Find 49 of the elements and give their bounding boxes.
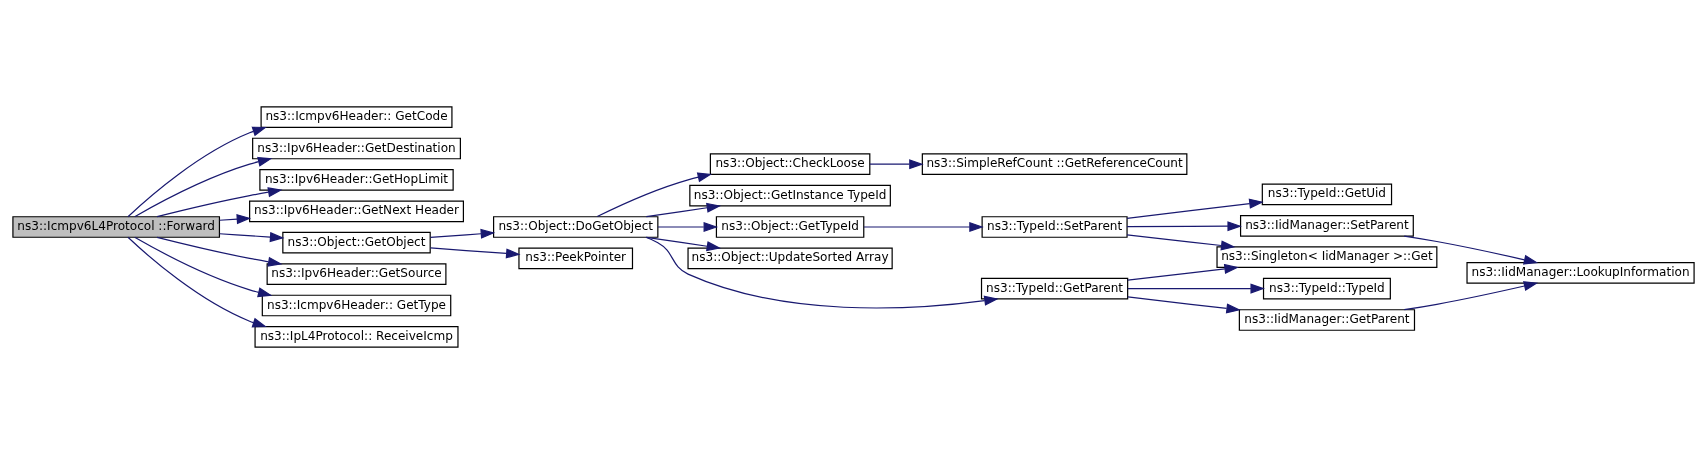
node-box: ns3::Object::GetObject xyxy=(282,231,431,254)
node-box: ns3::Object::UpdateSorted Array xyxy=(687,247,893,269)
arrow xyxy=(429,246,521,258)
node-box: ns3::Ipv6Header::GetNext Header xyxy=(249,199,464,222)
node-box: ns3::Ipv6Header::GetDestination xyxy=(252,137,461,159)
arrow xyxy=(1403,234,1539,265)
arrow xyxy=(1127,295,1241,313)
arrow xyxy=(645,202,722,217)
arrow xyxy=(127,236,267,327)
node-box: ns3::IidManager::LookupInformation xyxy=(1466,261,1695,284)
arrow xyxy=(134,156,273,217)
node-box: ns3::SimpleRefCount ::GetReferenceCount xyxy=(921,152,1188,175)
node-box: ns3::Icmpv6L4Protocol ::Forward xyxy=(12,215,221,238)
arrow xyxy=(429,228,496,239)
arrow xyxy=(1127,283,1265,294)
node-box: ns3::Icmpv6Header:: GetType xyxy=(261,294,452,316)
node-box: ns3::IpL4Protocol:: ReceiveIcmp xyxy=(254,325,459,348)
node-box: ns3::IidManager::GetParent xyxy=(1238,308,1416,331)
arrow xyxy=(645,236,722,251)
arrow xyxy=(1126,198,1264,219)
node-box: ns3::PeekPointer xyxy=(518,247,634,269)
arrow xyxy=(1126,233,1236,251)
node-box: ns3::Icmpv6Header:: GetCode xyxy=(260,105,453,128)
arrow xyxy=(863,221,984,232)
arrow xyxy=(657,221,719,232)
arrow xyxy=(1126,220,1242,231)
arrow xyxy=(219,231,285,242)
arrow xyxy=(645,236,999,309)
node-box: ns3::TypeId::GetUid xyxy=(1261,183,1393,205)
arrow xyxy=(219,213,252,224)
node-box: ns3::Ipv6Header::GetSource xyxy=(266,262,447,285)
node-box: ns3::Ipv6Header::GetHopLimit xyxy=(259,168,454,191)
node-box: ns3::Object::GetInstance TypeId xyxy=(689,184,891,206)
node-box: ns3::TypeId::SetParent xyxy=(981,215,1128,238)
node-box: ns3::Object::GetTypeId xyxy=(715,215,865,238)
node-box: ns3::TypeId::GetParent xyxy=(980,277,1129,299)
arrow xyxy=(869,158,924,169)
arrow xyxy=(1127,263,1239,281)
arrow xyxy=(156,236,283,267)
arrow xyxy=(596,171,713,217)
node-box: ns3::IidManager::SetParent xyxy=(1239,214,1414,237)
arrow xyxy=(1403,280,1539,310)
node-box: ns3::Object::CheckLoose xyxy=(709,152,871,175)
node-box: ns3::Object::DoGetObject xyxy=(493,215,659,238)
node-box: ns3::TypeId::TypeId xyxy=(1262,277,1391,299)
arrow xyxy=(127,126,267,217)
arrow xyxy=(156,186,283,217)
arrow xyxy=(134,236,273,297)
node-box: ns3::Singleton< IidManager >::Get xyxy=(1216,245,1438,268)
